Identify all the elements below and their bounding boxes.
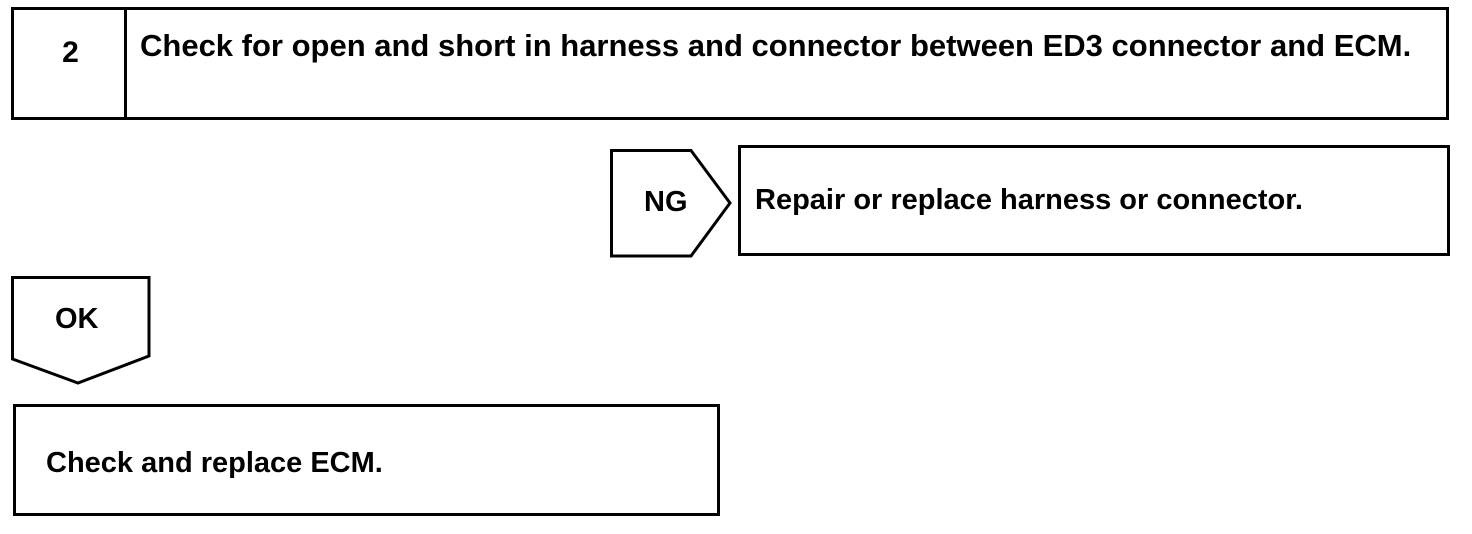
ok-tag: OK bbox=[11, 276, 152, 386]
ok-action-text: Check and replace ECM. bbox=[46, 447, 383, 479]
step-number: 2 bbox=[62, 36, 79, 69]
ng-action-text: Repair or replace harness or connector. bbox=[755, 184, 1303, 216]
step-title: Check for open and short in harness and … bbox=[140, 28, 1412, 63]
step-number-cell: 2 bbox=[14, 10, 127, 117]
ok-tag-label: OK bbox=[55, 303, 99, 335]
ok-tag-shape bbox=[11, 276, 151, 385]
step-header-box: 2 Check for open and short in harness an… bbox=[11, 7, 1449, 120]
ng-action-box: Repair or replace harness or connector. bbox=[738, 145, 1450, 256]
ng-tag: NG bbox=[610, 149, 734, 258]
ok-action-box: Check and replace ECM. bbox=[13, 404, 720, 516]
ng-tag-shape bbox=[610, 149, 732, 258]
ng-tag-label: NG bbox=[644, 186, 688, 218]
